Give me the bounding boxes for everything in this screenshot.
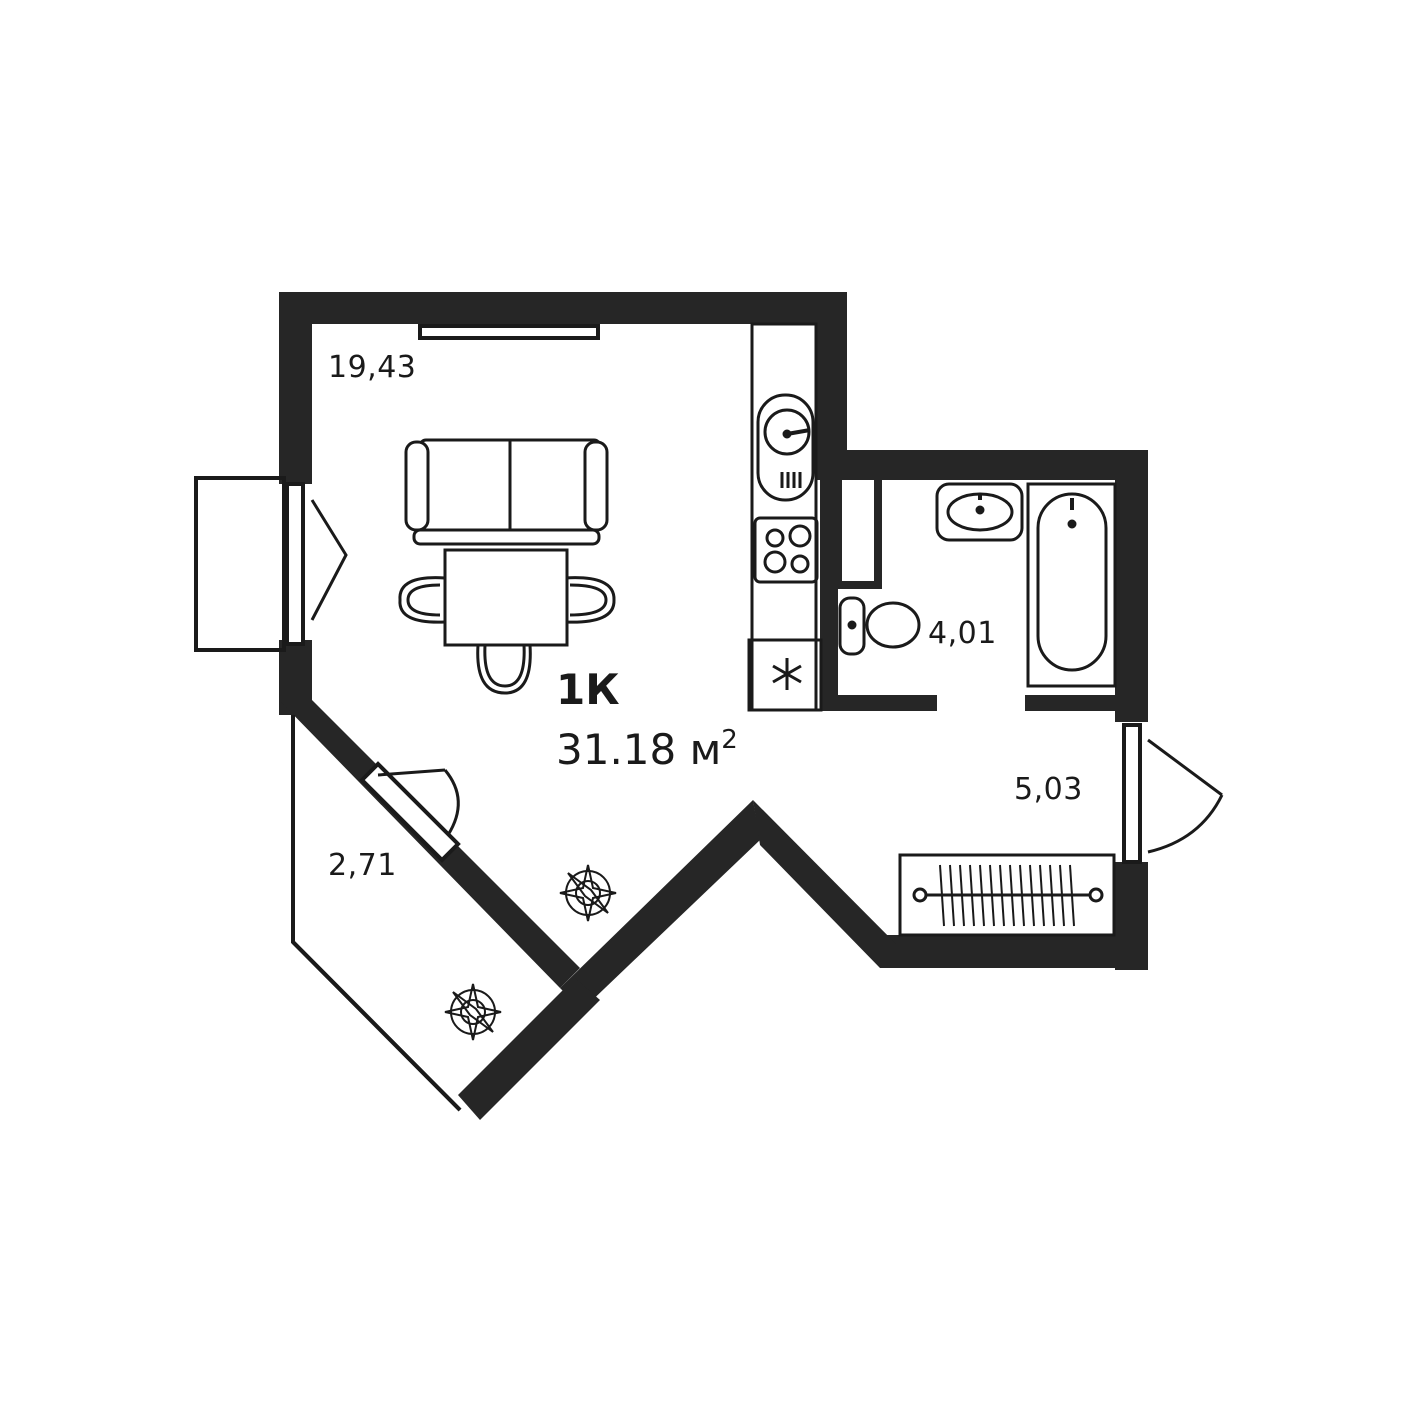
kitchen (747, 322, 823, 712)
hallway-area-label: 5,03 (1014, 772, 1083, 807)
window-sash (310, 499, 348, 621)
interior-walls (820, 466, 1125, 711)
kitchen-sink-icon (756, 393, 815, 502)
balcony-area-label: 2,71 (328, 848, 397, 883)
fridge-icon (747, 638, 823, 712)
bathtub-icon (1026, 482, 1117, 688)
bathroom-area-label: 4,01 (928, 616, 997, 651)
toilet-icon (838, 596, 921, 656)
sofa-icon (404, 438, 609, 546)
door-swing-icon (359, 738, 1224, 863)
apartment-total-area-label: 31.18 м2 (556, 725, 738, 774)
total-area-power: 2 (721, 725, 738, 755)
compass-rose-icon (444, 983, 502, 1041)
compass-rose-icon (559, 864, 617, 922)
stove-icon (753, 516, 819, 584)
window-icon (194, 324, 1142, 864)
washbasin-icon (935, 482, 1024, 542)
total-area-value: 31.18 (556, 725, 677, 774)
living-room-area-label: 19,43 (328, 350, 417, 385)
dining-table-icon (398, 548, 616, 695)
balcony (291, 715, 462, 1112)
radiator-icon (898, 853, 1116, 937)
apartment-type-label: 1К (556, 665, 620, 714)
total-area-unit: м (689, 725, 722, 774)
exterior-walls (279, 292, 1148, 1120)
